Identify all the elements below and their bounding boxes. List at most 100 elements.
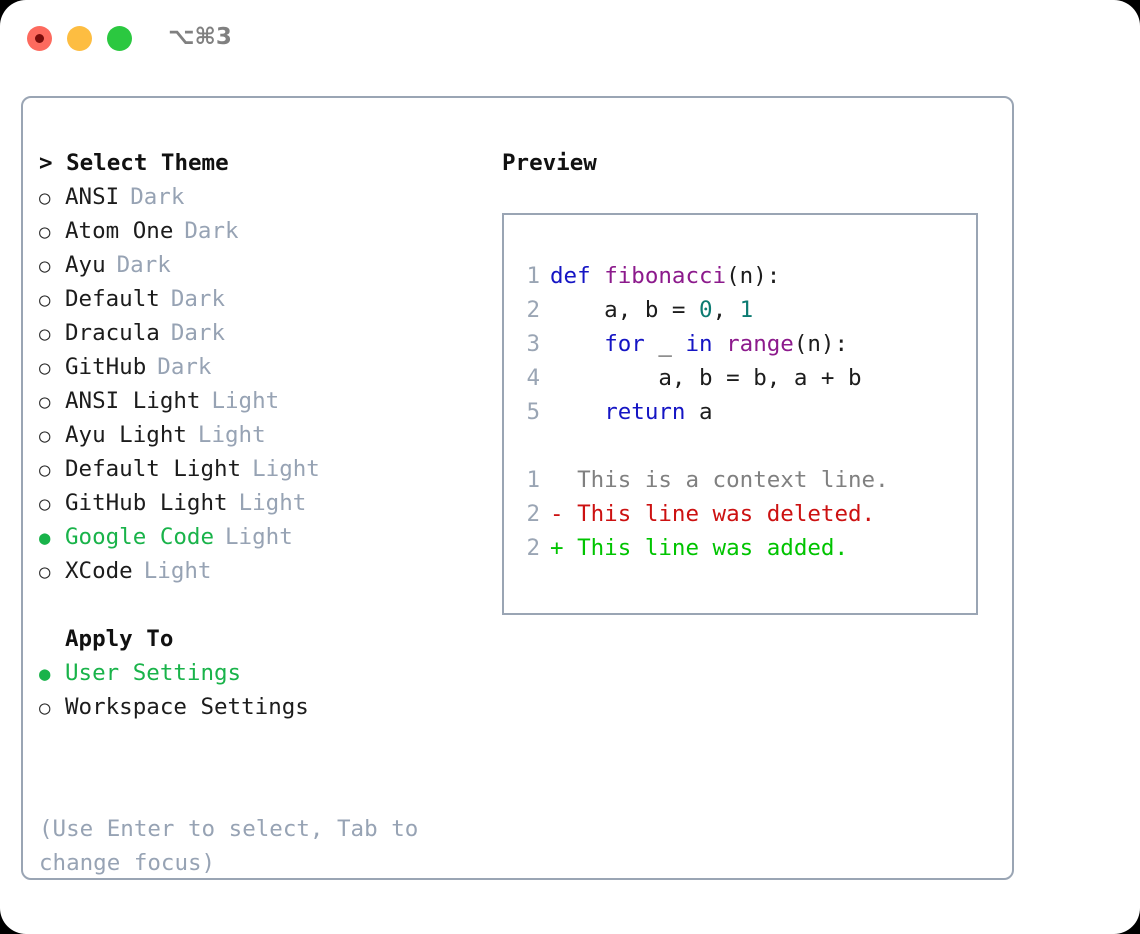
apply-option-user-settings[interactable]: ● User Settings <box>39 656 479 690</box>
token-plain <box>550 331 604 357</box>
select-theme-header: > Select Theme <box>39 150 229 176</box>
token-num: 1 <box>739 297 754 323</box>
line-number: 1 <box>526 263 540 289</box>
code-text: a, b = b, a + b <box>550 361 862 395</box>
option-label: User Settings <box>65 660 242 686</box>
option-tag: Light <box>211 388 280 414</box>
option-tag: Dark <box>116 252 171 278</box>
keyboard-shortcut-label: ⌥⌘3 <box>168 24 232 50</box>
option-tag: Dark <box>170 286 226 312</box>
token-plain: , <box>712 297 740 323</box>
radio-unselected-icon: ○ <box>39 459 51 481</box>
token-plain: _ <box>644 331 686 357</box>
code-line: 3 for _ in range(n): <box>504 327 976 361</box>
option-tag: Dark <box>170 320 226 346</box>
diff-text: + This line was added. <box>550 535 849 561</box>
theme-option-atom-one[interactable]: ○ Atom One Dark <box>39 214 479 248</box>
radio-unselected-icon: ○ <box>39 255 51 277</box>
line-number: 2 <box>526 297 540 323</box>
section-spacer <box>39 588 479 622</box>
radio-selected-icon: ● <box>39 663 51 685</box>
option-label: Google Code <box>65 524 215 550</box>
token-punc: (n): <box>726 263 781 289</box>
code-line: 1 def fibonacci(n): <box>504 259 976 293</box>
preview-title: Preview <box>502 150 597 176</box>
theme-option-google-code[interactable]: ● Google Code Light <box>39 520 479 554</box>
radio-unselected-icon: ○ <box>39 391 51 413</box>
title-bar: ⌥⌘3 <box>0 0 1140 76</box>
theme-option-default[interactable]: ○ Default Dark <box>39 282 479 316</box>
token-plain: a <box>685 399 713 425</box>
token-kw: def <box>550 263 605 289</box>
option-label: GitHub <box>65 354 147 380</box>
diff-line-ctx: 1 This is a context line. <box>504 463 976 497</box>
diff-line-add: 2 + This line was added. <box>504 531 976 565</box>
apply-to-header: Apply To <box>65 626 174 652</box>
option-tag: Dark <box>130 184 185 210</box>
option-tag: Light <box>225 524 293 550</box>
code-text: return a <box>550 395 713 429</box>
token-plain: a, b = b, a + b <box>550 365 862 391</box>
theme-option-ansi[interactable]: ○ ANSI Dark <box>39 180 479 214</box>
option-label: XCode <box>65 558 133 584</box>
radio-selected-icon: ● <box>39 527 51 549</box>
option-tag: Dark <box>157 354 212 380</box>
token-kw: for <box>604 331 645 357</box>
option-label: Default <box>65 286 160 312</box>
token-num: 0 <box>699 297 713 323</box>
minimize-dot[interactable] <box>67 26 92 51</box>
option-tag: Dark <box>184 218 239 244</box>
code-text: for _ in range(n): <box>550 327 848 361</box>
code-line: 5 return a <box>504 395 976 429</box>
option-label: Dracula <box>65 320 160 346</box>
code-line: 2 a, b = 0, 1 <box>504 293 976 327</box>
radio-unselected-icon: ○ <box>39 323 51 345</box>
token-plain: a, b = <box>550 297 700 323</box>
option-label: Workspace Settings <box>65 694 309 720</box>
line-number: 2 <box>526 535 540 561</box>
close-dot-center-icon <box>35 34 44 43</box>
line-number: 1 <box>526 467 540 493</box>
preview-spacer <box>504 429 976 463</box>
token-fn: fibonacci <box>604 263 727 289</box>
apply-to-option-list: ● User Settings ○ Workspace Settings <box>39 656 479 724</box>
radio-unselected-icon: ○ <box>39 221 51 243</box>
apply-option-workspace-settings[interactable]: ○ Workspace Settings <box>39 690 479 724</box>
code-text: def fibonacci(n): <box>550 259 780 293</box>
diff-text: This is a context line. <box>550 467 889 493</box>
option-tag: Light <box>252 456 320 482</box>
radio-unselected-icon: ○ <box>39 697 51 719</box>
radio-unselected-icon: ○ <box>39 425 51 447</box>
option-tag: Light <box>197 422 266 448</box>
radio-unselected-icon: ○ <box>39 187 51 209</box>
line-number: 2 <box>526 501 540 527</box>
token-punc: (n): <box>793 331 849 357</box>
maximize-dot[interactable] <box>107 26 132 51</box>
theme-option-dracula[interactable]: ○ Dracula Dark <box>39 316 479 350</box>
token-kw: return <box>604 399 686 425</box>
theme-option-ayu[interactable]: ○ Ayu Dark <box>39 248 479 282</box>
code-line: 4 a, b = b, a + b <box>504 361 976 395</box>
option-tag: Light <box>143 558 212 584</box>
option-tag: Light <box>238 490 307 516</box>
option-label: Atom One <box>65 218 174 244</box>
option-label: Ayu <box>65 252 106 278</box>
token-fn: range <box>726 331 794 357</box>
radio-unselected-icon: ○ <box>39 289 51 311</box>
token-plain <box>550 399 604 425</box>
option-label: ANSI <box>65 184 120 210</box>
option-label: ANSI Light <box>65 388 201 414</box>
theme-option-ansi-light[interactable]: ○ ANSI Light Light <box>39 384 479 418</box>
option-label: GitHub Light <box>65 490 228 516</box>
